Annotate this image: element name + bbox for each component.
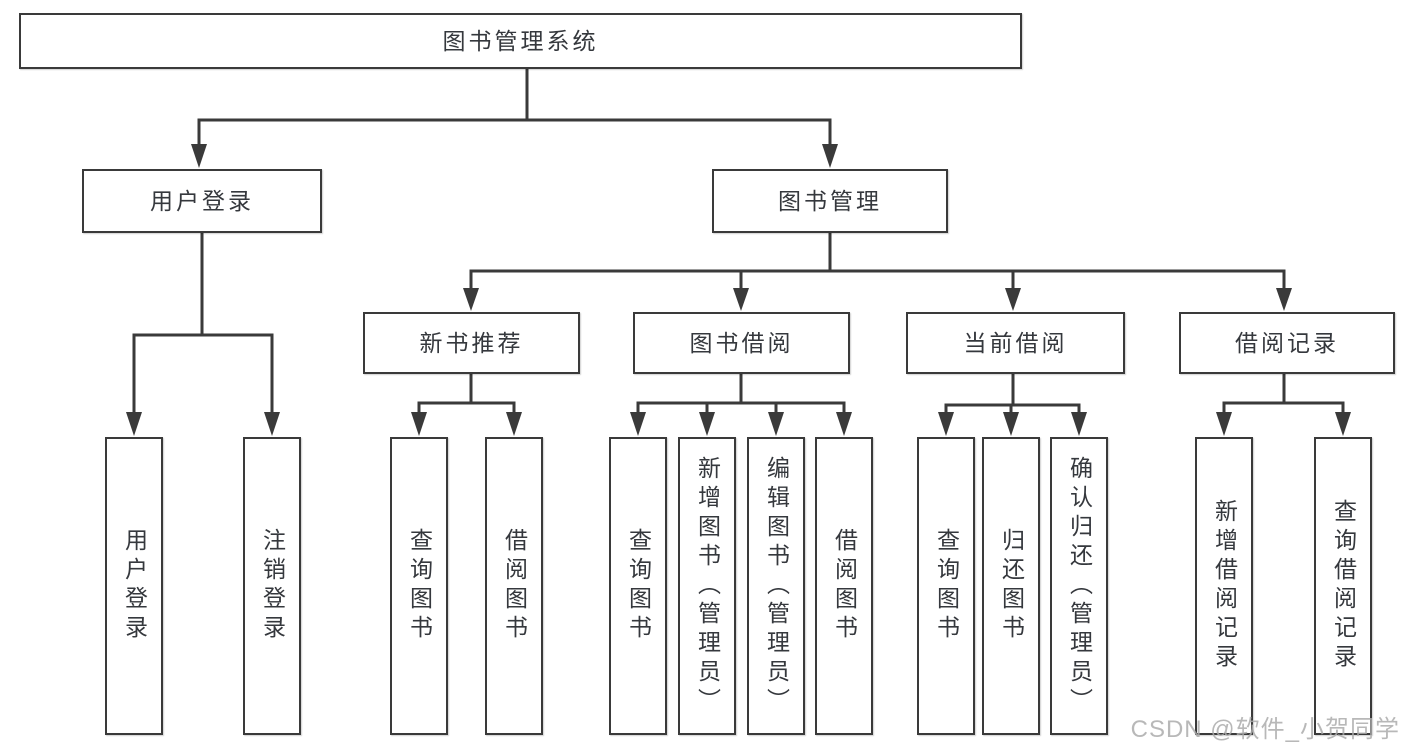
node-book-borrow: 图书借阅 bbox=[633, 312, 850, 374]
node-root: 图书管理系统 bbox=[19, 13, 1022, 69]
node-new-book-recommend: 新书推荐 bbox=[363, 312, 580, 374]
leaf-query-borrow-record: 查询借阅记录 bbox=[1314, 437, 1372, 735]
leaf-user-login-label: 用户登录 bbox=[121, 528, 148, 644]
node-new-book-recommend-label: 新书推荐 bbox=[419, 329, 524, 356]
leaf-user-login: 用户登录 bbox=[105, 437, 163, 735]
node-user-login-label: 用户登录 bbox=[150, 187, 254, 214]
node-root-label: 图书管理系统 bbox=[442, 27, 599, 54]
node-book-borrow-label: 图书借阅 bbox=[689, 329, 794, 356]
connector-book-borrow bbox=[630, 372, 852, 436]
leaf-edit-book-admin: 编辑图书（管理员） bbox=[747, 437, 805, 735]
connector-borrow-records bbox=[1216, 372, 1351, 436]
leaf-add-borrow-record-label: 新增借阅记录 bbox=[1211, 499, 1238, 673]
leaf-query-borrow-record-label: 查询借阅记录 bbox=[1330, 499, 1357, 673]
leaf-logout-label: 注销登录 bbox=[259, 528, 286, 644]
leaf-confirm-return-admin-label: 确认归还（管理员） bbox=[1066, 455, 1093, 717]
leaf-return-books: 归还图书 bbox=[982, 437, 1040, 735]
leaf-borrow-books-recommend-label: 借阅图书 bbox=[501, 528, 528, 644]
leaf-query-books-borrow-label: 查询图书 bbox=[625, 528, 652, 644]
leaf-add-book-admin: 新增图书（管理员） bbox=[678, 437, 736, 735]
leaf-borrow-books-recommend: 借阅图书 bbox=[485, 437, 543, 735]
node-book-management-label: 图书管理 bbox=[778, 187, 882, 214]
connector-book-management bbox=[463, 231, 1292, 311]
node-book-management: 图书管理 bbox=[712, 169, 948, 233]
connector-current-borrow bbox=[938, 372, 1087, 436]
node-current-borrow-label: 当前借阅 bbox=[963, 329, 1068, 356]
leaf-edit-book-admin-label: 编辑图书（管理员） bbox=[763, 455, 790, 717]
node-user-login: 用户登录 bbox=[82, 169, 322, 233]
leaf-add-book-admin-label: 新增图书（管理员） bbox=[694, 455, 721, 717]
node-borrow-records-label: 借阅记录 bbox=[1235, 329, 1339, 356]
leaf-logout: 注销登录 bbox=[243, 437, 301, 735]
node-current-borrow: 当前借阅 bbox=[906, 312, 1125, 374]
leaf-query-books-current: 查询图书 bbox=[917, 437, 975, 735]
node-borrow-records: 借阅记录 bbox=[1179, 312, 1395, 374]
leaf-query-books-borrow: 查询图书 bbox=[609, 437, 667, 735]
watermark: CSDN @软件_小贺同学 bbox=[1130, 716, 1400, 743]
leaf-borrow-books-label: 借阅图书 bbox=[831, 528, 858, 644]
leaf-query-books-current-label: 查询图书 bbox=[933, 528, 960, 644]
leaf-borrow-books: 借阅图书 bbox=[815, 437, 873, 735]
connector-new-book-recommend bbox=[411, 372, 522, 436]
leaf-query-books-recommend-label: 查询图书 bbox=[406, 528, 433, 644]
leaf-query-books-recommend: 查询图书 bbox=[390, 437, 448, 735]
connector-user-login bbox=[126, 231, 280, 436]
leaf-return-books-label: 归还图书 bbox=[998, 528, 1025, 644]
leaf-add-borrow-record: 新增借阅记录 bbox=[1195, 437, 1253, 735]
leaf-confirm-return-admin: 确认归还（管理员） bbox=[1050, 437, 1108, 735]
connector-root bbox=[191, 67, 838, 168]
